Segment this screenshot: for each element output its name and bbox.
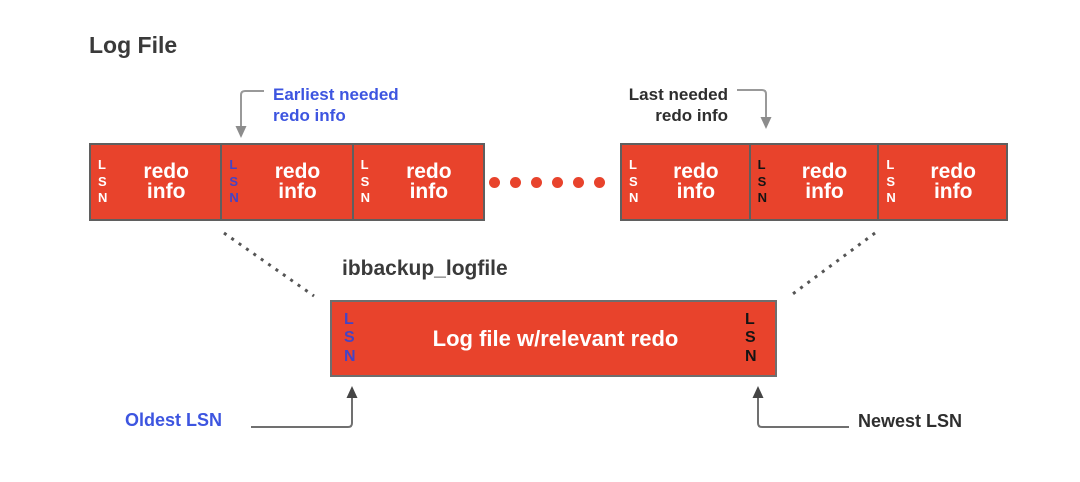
- oldest-lsn-label: Oldest LSN: [125, 410, 223, 430]
- log-segment-last-needed: L S N redo info: [748, 145, 878, 219]
- newest-arrow-line: [757, 397, 849, 428]
- last-arrow-line: [737, 89, 767, 117]
- oldest-arrow-line: [251, 397, 353, 428]
- log-file-block-right: L S N redo info L S N redo info L S N re…: [620, 143, 1008, 221]
- backup-file-name: ibbackup_logfile: [342, 257, 508, 280]
- lsn-marker: L S N: [360, 156, 371, 206]
- backup-logfile-block: L S N Log file w/relevant redo L S N: [330, 300, 777, 377]
- log-segment: L S N redo info: [622, 145, 749, 219]
- lsn-marker: L S N: [98, 156, 108, 206]
- oldest-lsn-marker: L S N: [344, 310, 356, 365]
- page-title: Log File: [89, 32, 178, 58]
- right-dotted-connector: [789, 231, 876, 298]
- redo-info-label: redo info: [801, 160, 848, 203]
- redo-info-label: redo info: [673, 160, 719, 203]
- earliest-needed-label: Earliest needed redo info: [273, 85, 399, 126]
- newest-lsn-marker: L S N: [745, 310, 757, 365]
- last-needed-label: Last needed redo info: [628, 85, 728, 126]
- lsn-marker-last: L S N: [757, 156, 768, 206]
- ellipsis-dot: [489, 177, 500, 188]
- redo-info-label: redo info: [274, 160, 321, 203]
- lsn-marker: L S N: [886, 156, 896, 206]
- log-file-block-left: L S N redo info L S N redo info L S N re…: [89, 143, 485, 221]
- redo-info-label: redo info: [143, 160, 189, 203]
- ellipsis-dot: [510, 177, 521, 188]
- earliest-arrow-head-icon: [235, 126, 247, 138]
- ellipsis-dot: [552, 177, 563, 188]
- lsn-marker: L S N: [629, 156, 639, 206]
- ellipsis-dot: [531, 177, 542, 188]
- ellipsis-dot: [594, 177, 605, 188]
- log-segment: L S N redo info: [351, 145, 483, 219]
- newest-arrow-head-icon: [752, 386, 764, 398]
- newest-lsn-label: Newest LSN: [858, 411, 963, 431]
- lsn-marker-earliest: L S N: [229, 156, 239, 206]
- earliest-arrow-line: [240, 90, 264, 126]
- oldest-arrow-head-icon: [346, 386, 358, 398]
- last-arrow-head-icon: [760, 117, 772, 129]
- ellipsis-dot: [573, 177, 584, 188]
- log-segment-earliest-needed: L S N redo info: [220, 145, 351, 219]
- redo-info-label: redo info: [930, 160, 976, 203]
- log-segment: L S N redo info: [91, 145, 220, 219]
- backup-block-label: Log file w/relevant redo: [432, 325, 679, 351]
- log-segment: L S N redo info: [877, 145, 1006, 219]
- left-dotted-connector: [223, 231, 315, 298]
- redo-info-label: redo info: [406, 160, 452, 203]
- ellipsis-dots: [489, 177, 605, 188]
